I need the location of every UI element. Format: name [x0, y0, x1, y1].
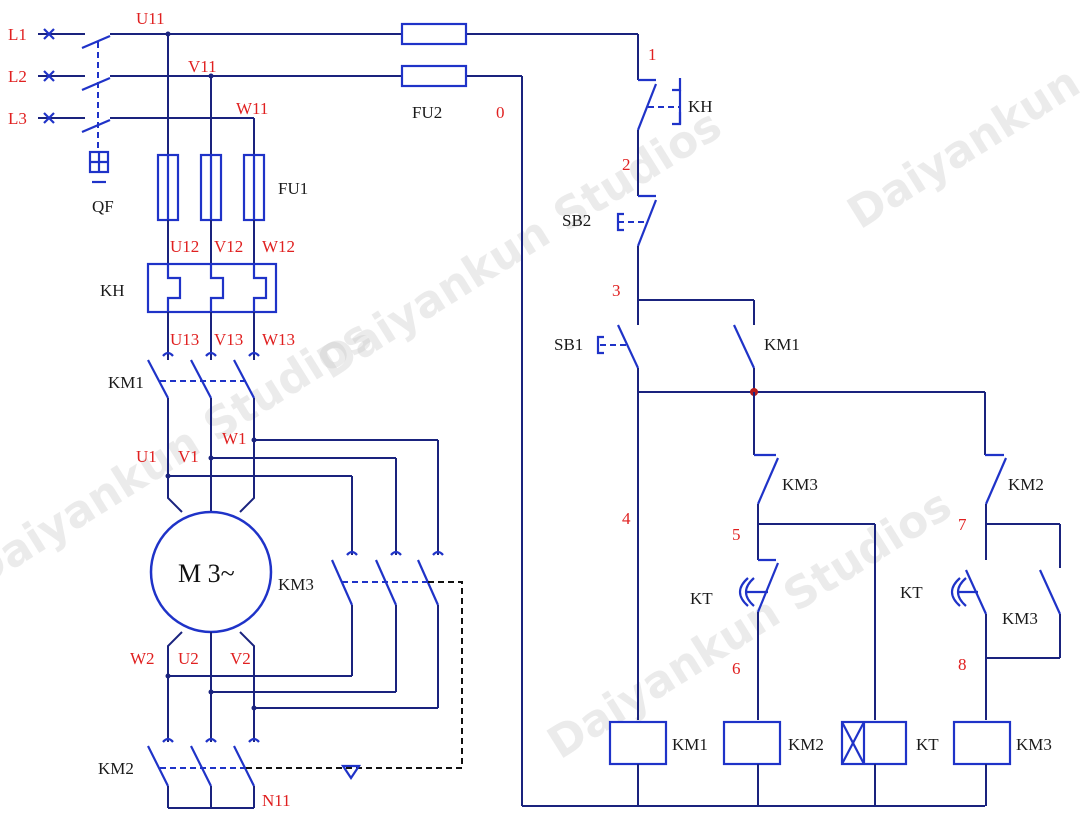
- label-u11: U11: [136, 9, 165, 28]
- label-w13: W13: [262, 330, 295, 349]
- km3-hold-contact: [986, 569, 1062, 659]
- label-coil-km3: KM3: [1016, 735, 1052, 754]
- contactor-km2-power: [147, 737, 352, 809]
- label-km2-power: KM2: [98, 759, 134, 778]
- label-node-5: 5: [732, 525, 741, 544]
- label-kt-contact-right: KT: [900, 583, 923, 602]
- label-n11: N11: [262, 791, 291, 810]
- supply-lines: [38, 28, 638, 184]
- fuse-fu1: [156, 153, 266, 264]
- label-kh-power: KH: [100, 281, 125, 300]
- label-u1: U1: [136, 447, 157, 466]
- label-km3-contact: KM3: [782, 475, 818, 494]
- coil-kt-box: [840, 720, 908, 766]
- delta-connection-wires: [165, 437, 439, 555]
- label-node-3: 3: [612, 281, 621, 300]
- label-kh-control: KH: [688, 97, 713, 116]
- km2-interlock-contact: [984, 453, 1061, 568]
- label-fu1: FU1: [278, 179, 308, 198]
- label-kt-contact-left: KT: [690, 589, 713, 608]
- kt-timed-contact-left: [738, 558, 780, 720]
- motor-m3: M 3~: [149, 478, 273, 742]
- label-fu2: FU2: [412, 103, 442, 122]
- label-coil-kt: KT: [916, 735, 939, 754]
- component-labels: QF FU1 FU2 KH KH KM1 KM3 KM2 SB2 SB1 KM1…: [92, 97, 1052, 778]
- km1-hold-contact: [733, 300, 755, 392]
- label-l1: L1: [8, 25, 27, 44]
- label-v12: V12: [214, 237, 243, 256]
- label-km1-contact: KM1: [764, 335, 800, 354]
- label-node-7: 7: [958, 515, 967, 534]
- coil-km3-box: [952, 720, 1012, 766]
- label-w11: W11: [236, 99, 268, 118]
- phase-wires: [165, 31, 255, 155]
- label-node-8: 8: [958, 655, 967, 674]
- label-l2: L2: [8, 67, 27, 86]
- coils: [608, 720, 1012, 806]
- label-qf: QF: [92, 197, 114, 216]
- kt-timed-contact-right: [950, 569, 988, 720]
- contactor-km3-power: [165, 550, 463, 780]
- label-v13: V13: [214, 330, 243, 349]
- line-labels: L1 L2 L3: [8, 25, 27, 128]
- label-node-4: 4: [622, 509, 631, 528]
- thermal-relay-kh-power: [146, 262, 278, 360]
- label-u2: U2: [178, 649, 199, 668]
- label-km1-power: KM1: [108, 373, 144, 392]
- label-km2-contact: KM2: [1008, 475, 1044, 494]
- label-sb2: SB2: [562, 211, 591, 230]
- label-km3-contact-aux: KM3: [1002, 609, 1038, 628]
- label-node-1: 1: [648, 45, 657, 64]
- label-coil-km1: KM1: [672, 735, 708, 754]
- label-node-2: 2: [622, 155, 631, 174]
- fuse-fu2: [400, 22, 985, 807]
- motor-label: M 3~: [178, 559, 235, 588]
- label-v11: V11: [188, 57, 217, 76]
- coil-km1-box: [608, 720, 668, 766]
- label-w12: W12: [262, 237, 295, 256]
- label-u13: U13: [170, 330, 199, 349]
- node-labels: U11 V11 W11 U12 V12 W12 U13 V13 W13 U1 V…: [130, 9, 967, 810]
- label-u12: U12: [170, 237, 199, 256]
- control-bus: [638, 388, 986, 455]
- stop-button-sb2: [616, 194, 754, 301]
- watermark-text: Daiyankun Studios: [839, 0, 1080, 239]
- label-w2: W2: [130, 649, 155, 668]
- coil-km2-box: [722, 720, 782, 766]
- label-v2: V2: [230, 649, 251, 668]
- km3-interlock-contact: [754, 453, 875, 560]
- label-node-6: 6: [732, 659, 741, 678]
- label-w1: W1: [222, 429, 247, 448]
- label-coil-km2: KM2: [788, 735, 824, 754]
- label-node-0: 0: [496, 103, 505, 122]
- label-km3-power: KM3: [278, 575, 314, 594]
- start-button-sb1: [596, 300, 639, 720]
- label-l3: L3: [8, 109, 27, 128]
- label-sb1: SB1: [554, 335, 583, 354]
- label-v1: V1: [178, 447, 199, 466]
- thermal-relay-kh-contact: [636, 34, 682, 196]
